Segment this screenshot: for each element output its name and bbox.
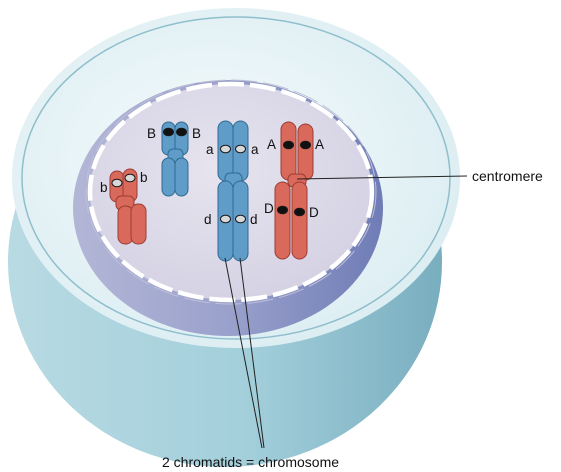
allele-label-A-right: A bbox=[315, 137, 324, 152]
plasma-membrane bbox=[21, 16, 451, 340]
nuclear-envelope-edge bbox=[85, 79, 377, 305]
allele-label-a-right: a bbox=[251, 142, 259, 157]
chromatid-leader-line-right bbox=[239, 257, 265, 449]
allele-label-D-right: D bbox=[309, 205, 319, 220]
allele-label-d-left: d bbox=[204, 212, 212, 227]
allele-label-A-left: A bbox=[267, 137, 276, 152]
allele-label-b-right: b bbox=[140, 170, 148, 185]
nuclear-envelope bbox=[87, 81, 375, 303]
allele-label-B-left: B bbox=[147, 126, 156, 141]
chromosome-blue-large bbox=[217, 120, 249, 262]
centromere-label: centromere bbox=[472, 168, 543, 184]
allele-label-d-right: d bbox=[250, 212, 258, 227]
allele-label-a-left: a bbox=[206, 142, 214, 157]
allele-markers bbox=[111, 127, 311, 224]
allele-label-b-left: b bbox=[100, 180, 108, 195]
chromatid-leader-line-left bbox=[224, 257, 263, 449]
chromatids-label: 2 chromatids = chromosome bbox=[162, 454, 339, 470]
centromere-leader-line bbox=[296, 175, 468, 180]
chromosome-red-large bbox=[274, 121, 314, 260]
allele-label-D-left: D bbox=[264, 201, 274, 216]
allele-label-B-right: B bbox=[192, 126, 201, 141]
